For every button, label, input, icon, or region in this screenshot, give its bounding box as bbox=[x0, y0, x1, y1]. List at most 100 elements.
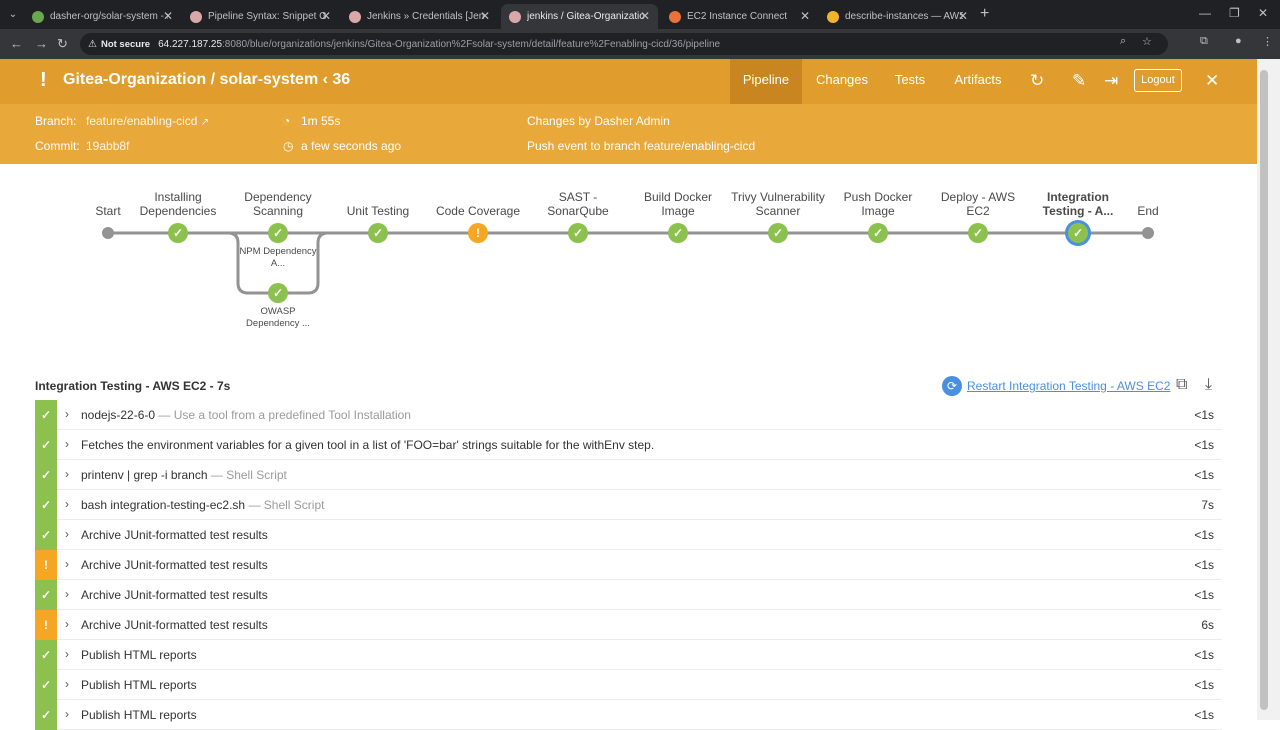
step-row[interactable]: ✓›Publish HTML reports <1s bbox=[35, 670, 1222, 700]
profile-icon[interactable]: ● bbox=[1235, 35, 1242, 47]
back-icon[interactable]: ← bbox=[10, 36, 23, 51]
tab-close-icon[interactable]: ✕ bbox=[162, 9, 173, 23]
browser-tab[interactable]: describe-instances — AWS CLI✕ bbox=[819, 4, 976, 29]
parallel-node-owasp[interactable]: ✓ bbox=[268, 283, 288, 303]
stage-node[interactable]: ✓ bbox=[868, 223, 888, 243]
stage-node[interactable]: ✓ bbox=[668, 223, 688, 243]
stage-label[interactable]: SAST - SonarQube bbox=[547, 190, 609, 218]
step-row[interactable]: ✓›Publish HTML reports <1s bbox=[35, 640, 1222, 670]
close-icon[interactable]: ✕ bbox=[1205, 71, 1220, 90]
forward-icon[interactable]: → bbox=[35, 36, 48, 51]
stage-node[interactable]: ✓ bbox=[568, 223, 588, 243]
run-title[interactable]: Gitea-Organization / solar-system ‹ 36 bbox=[63, 71, 351, 88]
chevron-right-icon[interactable]: › bbox=[65, 407, 69, 421]
step-row[interactable]: ✓›Fetches the environment variables for … bbox=[35, 430, 1222, 460]
stage-label[interactable]: End bbox=[1137, 204, 1159, 218]
url-path: :8080/blue/organizations/jenkins/Gitea-O… bbox=[222, 38, 721, 50]
stage-label[interactable]: Start bbox=[95, 204, 121, 218]
url-input[interactable]: ⚠ Not secure 64.227.187.25:8080/blue/org… bbox=[80, 33, 1168, 55]
stage-label[interactable]: Dependency Scanning bbox=[244, 190, 312, 218]
stage-label[interactable]: Installing Dependencies bbox=[139, 190, 217, 218]
tab-close-icon[interactable]: ✕ bbox=[799, 9, 810, 23]
chevron-right-icon[interactable]: › bbox=[65, 707, 69, 721]
browser-tab[interactable]: Pipeline Syntax: Snippet Genera✕ bbox=[182, 4, 339, 29]
tab-close-icon[interactable]: ✕ bbox=[479, 9, 490, 23]
step-name: Fetches the environment variables for a … bbox=[81, 438, 654, 452]
chevron-right-icon[interactable]: › bbox=[65, 587, 69, 601]
step-row[interactable]: !›Archive JUnit-formatted test results <… bbox=[35, 550, 1222, 580]
window-close-icon[interactable]: ✕ bbox=[1258, 6, 1269, 20]
chevron-right-icon[interactable]: › bbox=[65, 677, 69, 691]
step-row[interactable]: ✓›Archive JUnit-formatted test results <… bbox=[35, 520, 1222, 550]
tab-favicon-icon bbox=[509, 10, 521, 23]
chevron-right-icon[interactable]: › bbox=[65, 437, 69, 451]
tab-pipeline[interactable]: Pipeline bbox=[730, 59, 802, 104]
stage-label[interactable]: Integration Testing - A... bbox=[1042, 190, 1114, 218]
rerun-icon[interactable]: ↻ bbox=[1030, 71, 1045, 90]
browser-tab[interactable]: dasher-org/solar-system - sola✕ bbox=[24, 4, 181, 29]
step-row[interactable]: ✓›Publish HTML reports <1s bbox=[35, 700, 1222, 730]
new-tab-icon[interactable]: + bbox=[980, 5, 990, 22]
chevron-right-icon[interactable]: › bbox=[65, 557, 69, 571]
minimize-icon[interactable]: — bbox=[1199, 6, 1211, 20]
step-duration: 6s bbox=[1201, 618, 1214, 632]
browser-menu-icon[interactable]: ⋮ bbox=[1262, 36, 1273, 48]
duration-icon: ◔ bbox=[283, 114, 291, 128]
commit-value[interactable]: 19abb8f bbox=[86, 139, 130, 153]
tab-search-icon[interactable]: ⌄ bbox=[8, 9, 18, 20]
extensions-icon[interactable]: ⧉ bbox=[1200, 35, 1208, 47]
chevron-right-icon[interactable]: › bbox=[65, 617, 69, 631]
stage-node[interactable]: ✓ bbox=[368, 223, 388, 243]
stage-node[interactable]: ✓ bbox=[268, 223, 288, 243]
stage-label[interactable]: Code Coverage bbox=[435, 204, 521, 218]
step-row[interactable]: ✓›Archive JUnit-formatted test results <… bbox=[35, 580, 1222, 610]
scrollbar-thumb[interactable] bbox=[1260, 70, 1268, 710]
step-row[interactable]: ✓›bash integration-testing-ec2.sh — Shel… bbox=[35, 490, 1222, 520]
tab-close-icon[interactable]: ✕ bbox=[320, 9, 331, 23]
browser-tab[interactable]: Jenkins » Credentials [Jenkins]✕ bbox=[341, 4, 498, 29]
step-duration: <1s bbox=[1194, 708, 1214, 722]
restart-stage-link[interactable]: ⟳ Restart Integration Testing - AWS EC2 bbox=[942, 376, 1170, 396]
tab-tests[interactable]: Tests bbox=[894, 72, 926, 87]
tab-changes[interactable]: Changes bbox=[815, 72, 869, 87]
tab-close-icon[interactable]: ✕ bbox=[957, 9, 968, 23]
open-log-icon[interactable]: ⧉ bbox=[1176, 376, 1188, 393]
stage-label[interactable]: Build Docker Image bbox=[643, 190, 713, 218]
stage-label[interactable]: Push Docker Image bbox=[843, 190, 913, 218]
stage-label[interactable]: Trivy Vulnerability Scanner bbox=[731, 190, 825, 218]
steps-panel-title: Integration Testing - AWS EC2 - 7s bbox=[35, 379, 231, 393]
stage-node[interactable] bbox=[1142, 227, 1154, 239]
edit-icon[interactable]: ✎ bbox=[1072, 71, 1087, 90]
download-icon[interactable]: ⤓ bbox=[1205, 376, 1213, 393]
stage-node[interactable]: ✓ bbox=[1068, 223, 1088, 243]
stage-node[interactable]: ✓ bbox=[968, 223, 988, 243]
logout-button[interactable]: Logout bbox=[1134, 69, 1182, 92]
bookmark-star-icon[interactable]: ☆ bbox=[1142, 36, 1152, 48]
step-row[interactable]: !›Archive JUnit-formatted test results 6… bbox=[35, 610, 1222, 640]
chevron-right-icon[interactable]: › bbox=[65, 647, 69, 661]
security-chip[interactable]: Not secure bbox=[100, 38, 151, 50]
chevron-right-icon[interactable]: › bbox=[65, 527, 69, 541]
clock-icon: ◷ bbox=[283, 139, 294, 153]
exit-icon[interactable]: ⇥ bbox=[1104, 71, 1119, 90]
stage-node[interactable]: ✓ bbox=[168, 223, 188, 243]
chevron-right-icon[interactable]: › bbox=[65, 467, 69, 481]
step-duration: <1s bbox=[1194, 588, 1214, 602]
zoom-icon[interactable]: ⌕ bbox=[1120, 35, 1127, 47]
restore-icon[interactable]: ❐ bbox=[1229, 6, 1240, 20]
stage-node[interactable]: ✓ bbox=[768, 223, 788, 243]
reload-icon[interactable]: ↻ bbox=[57, 36, 68, 51]
tab-artifacts[interactable]: Artifacts bbox=[954, 72, 1002, 87]
tab-close-icon[interactable]: ✕ bbox=[639, 9, 650, 23]
step-row[interactable]: ✓›printenv | grep -i branch — Shell Scri… bbox=[35, 460, 1222, 490]
stage-label[interactable]: Deploy - AWS EC2 bbox=[940, 190, 1016, 218]
browser-tab[interactable]: jenkins / Gitea-Organization/sc✕ bbox=[501, 4, 658, 29]
stage-label[interactable]: Unit Testing bbox=[346, 204, 410, 218]
stage-node[interactable]: ! bbox=[468, 223, 488, 243]
step-row[interactable]: ✓›nodejs-22-6-0 — Use a tool from a pred… bbox=[35, 400, 1222, 430]
stage-node[interactable] bbox=[102, 227, 114, 239]
tab-label: Jenkins » Credentials [Jenkins] bbox=[367, 11, 485, 22]
chevron-right-icon[interactable]: › bbox=[65, 497, 69, 511]
browser-tab[interactable]: EC2 Instance Connect✕ bbox=[661, 4, 818, 29]
branch-link[interactable]: feature/enabling-cicd ↗ bbox=[86, 114, 209, 128]
